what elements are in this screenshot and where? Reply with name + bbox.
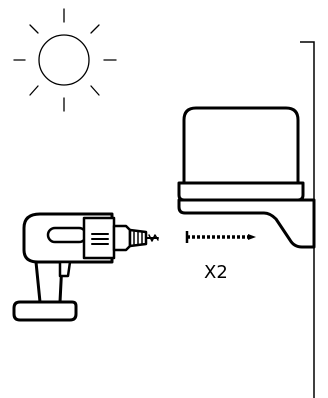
sun-icon bbox=[13, 8, 117, 112]
screw-count-label: X2 bbox=[204, 262, 228, 283]
screw-icon bbox=[185, 231, 256, 243]
sensor-housing-icon bbox=[177, 106, 316, 249]
wall-icon bbox=[300, 41, 315, 398]
drill-icon bbox=[12, 212, 159, 322]
